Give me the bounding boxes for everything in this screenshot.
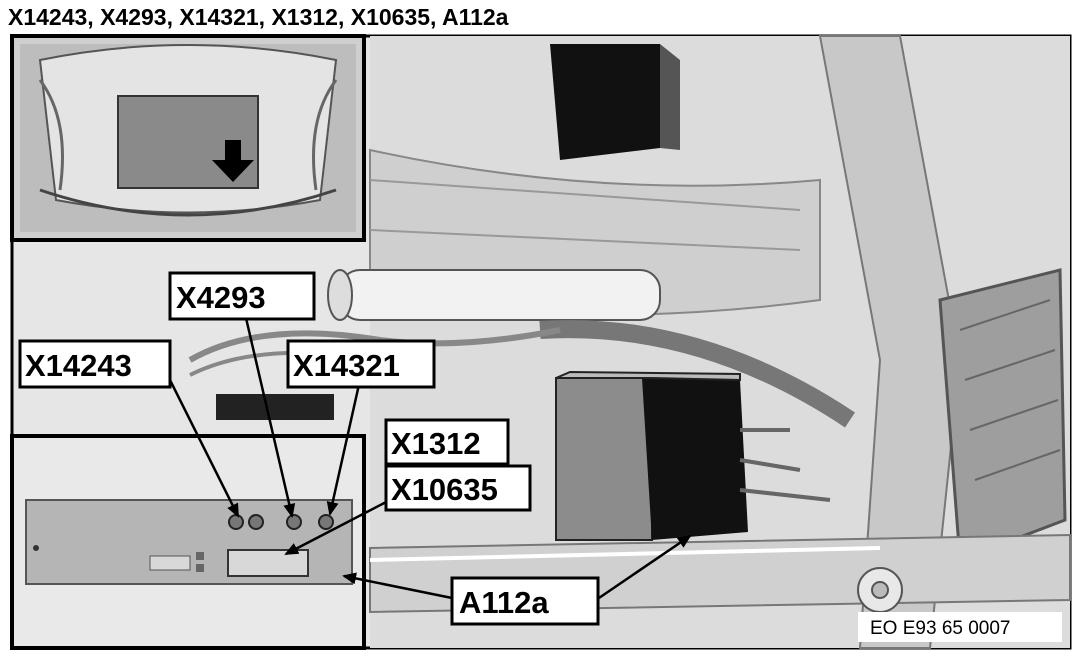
leader-lines	[168, 317, 692, 602]
leader-a112a-module	[595, 534, 692, 602]
callout-x1312: X1312	[384, 418, 510, 466]
diagram-title: X14243, X4293, X14321, X1312, X10635, A1…	[8, 4, 509, 30]
callout-x10635-label: X10635	[391, 472, 498, 507]
callout-a112a-label: A112a	[459, 585, 549, 620]
callout-x1312-label: X1312	[391, 426, 481, 461]
callout-x4293-label: X4293	[176, 280, 266, 315]
reference-code-text: EO E93 65 0007	[870, 618, 1011, 639]
callout-a112a: A112a	[450, 576, 600, 626]
callout-x4293: X4293	[168, 271, 316, 321]
leader-x10635	[284, 498, 391, 556]
callout-x14243-label: X14243	[25, 348, 132, 383]
callout-x14321: X14321	[286, 339, 436, 389]
reference-code: EO E93 65 0007	[858, 612, 1062, 642]
callout-x14321-label: X14321	[293, 348, 400, 383]
leader-x14321	[326, 379, 362, 516]
module-detail-inset	[10, 434, 366, 650]
arrow-down-icon	[212, 140, 254, 182]
leader-x4293	[244, 317, 296, 518]
trunk-inset	[10, 34, 366, 242]
callout-x10635: X10635	[384, 464, 532, 512]
callout-x14243: X14243	[18, 339, 172, 389]
leader-x14243	[168, 379, 240, 518]
leader-a112a-inset	[342, 572, 453, 600]
a112a-module	[555, 370, 831, 541]
